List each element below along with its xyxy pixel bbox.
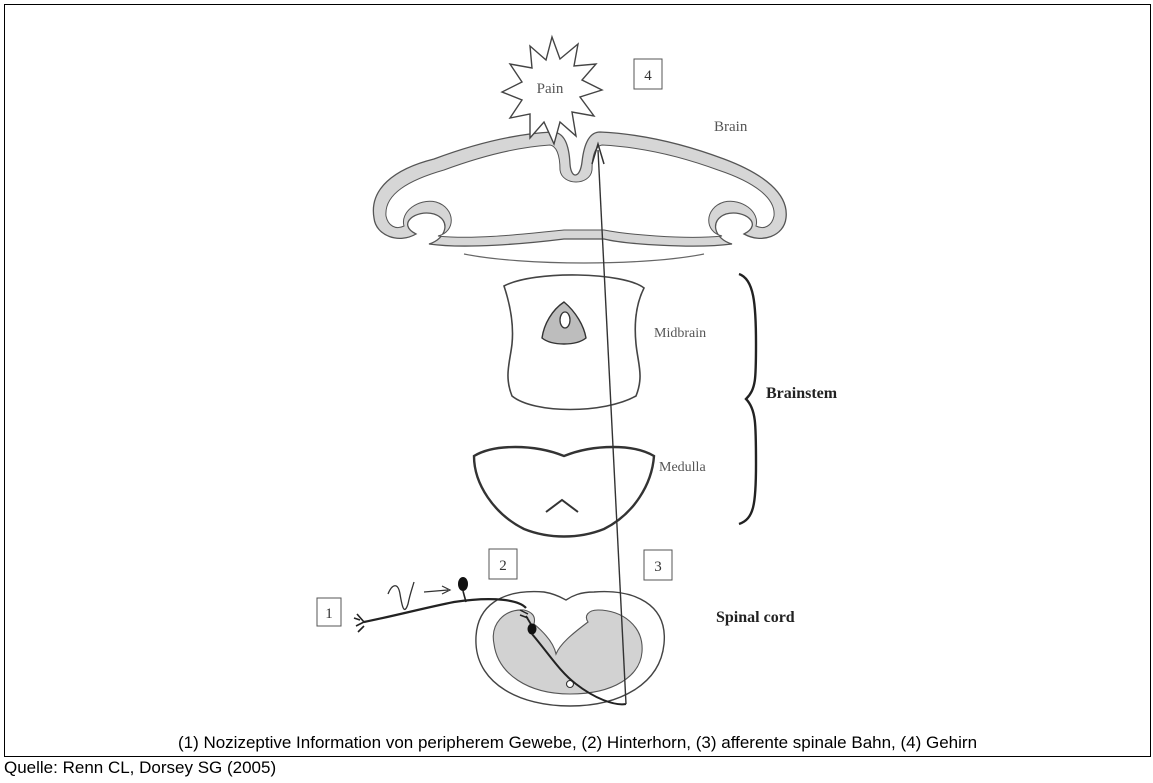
marker-2-label: 2 xyxy=(499,558,507,574)
marker-4: 4 xyxy=(634,59,662,89)
marker-1: 1 xyxy=(317,598,341,626)
source-citation: Quelle: Renn CL, Dorsey SG (2005) xyxy=(4,758,276,778)
marker-3-label: 3 xyxy=(654,559,662,575)
marker-2: 2 xyxy=(489,549,517,579)
brain-cross-section xyxy=(373,132,786,263)
figure-caption: (1) Nozizeptive Information von peripher… xyxy=(4,733,1151,753)
medulla-label: Medulla xyxy=(659,460,706,475)
medulla-cross-section xyxy=(474,447,654,537)
spinal-cord-cross-section xyxy=(476,592,664,706)
marker-1-label: 1 xyxy=(325,606,333,622)
brainstem-label: Brainstem xyxy=(766,385,838,402)
midbrain-label: Midbrain xyxy=(654,326,706,341)
marker-3: 3 xyxy=(644,550,672,580)
brain-label: Brain xyxy=(714,119,748,135)
brainstem-brace xyxy=(739,274,756,524)
dorsal-horn-neuron xyxy=(528,624,537,635)
spinal-cord-label: Spinal cord xyxy=(716,609,795,626)
midbrain-cross-section xyxy=(504,275,644,410)
pain-label: Pain xyxy=(537,81,564,97)
pain-burst-icon: Pain xyxy=(502,37,602,144)
dorsal-root-ganglion xyxy=(458,577,468,591)
marker-4-label: 4 xyxy=(644,68,652,84)
pain-pathway-diagram: Pain 1 xyxy=(4,4,1151,733)
